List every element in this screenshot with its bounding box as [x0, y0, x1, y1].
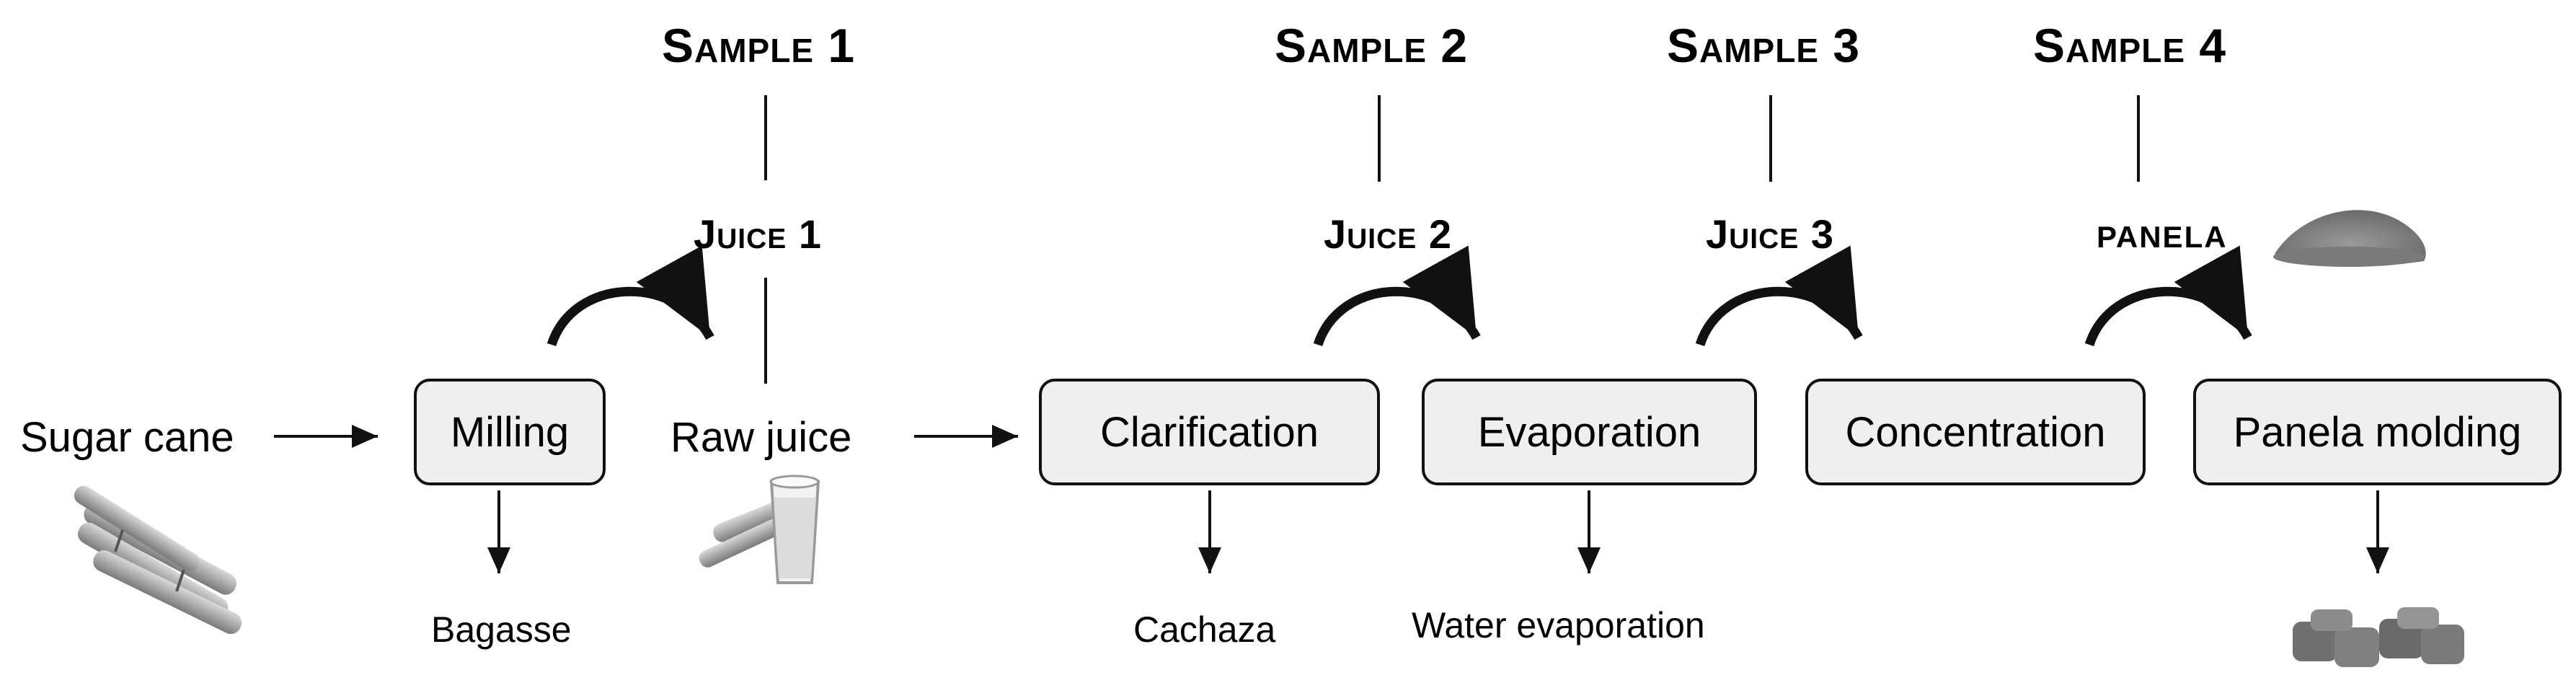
- step-milling: Milling: [414, 379, 606, 485]
- sample-3-label: Sample 3: [1667, 19, 1861, 72]
- juice-1-label: Juice 1: [694, 211, 823, 257]
- sugar-cane-icon: [74, 485, 242, 635]
- sample-2-label: Sample 2: [1275, 19, 1469, 72]
- sugar-cane-label: Sugar cane: [20, 414, 234, 461]
- curved-arrow-2: [1313, 245, 1481, 347]
- juice-glass-icon: [699, 475, 820, 584]
- curved-arrow-1: [546, 245, 714, 347]
- step-evaporation: Evaporation: [1422, 379, 1757, 485]
- curved-arrow-4: [2084, 245, 2252, 347]
- juice-3-label: Juice 3: [1706, 211, 1835, 257]
- step-concentration: Concentration: [1805, 379, 2146, 485]
- panela-powder-icon: [2273, 210, 2426, 267]
- cachaza-label: Cachaza: [1133, 609, 1276, 650]
- raw-juice-label: Raw juice: [670, 414, 852, 461]
- panela-label: PANELA: [2097, 220, 2228, 254]
- juice-2-label: Juice 2: [1324, 211, 1453, 257]
- curved-arrow-3: [1695, 245, 1863, 347]
- bagasse-label: Bagasse: [431, 609, 572, 650]
- sample-1-label: Sample 1: [662, 19, 856, 72]
- step-clarification: Clarification: [1039, 379, 1380, 485]
- sample-4-label: Sample 4: [2033, 19, 2227, 72]
- panela-blocks-icon: [2293, 607, 2464, 667]
- water-evaporation-label: Water evaporation: [1412, 605, 1705, 645]
- step-panela-molding: Panela molding: [2193, 379, 2562, 485]
